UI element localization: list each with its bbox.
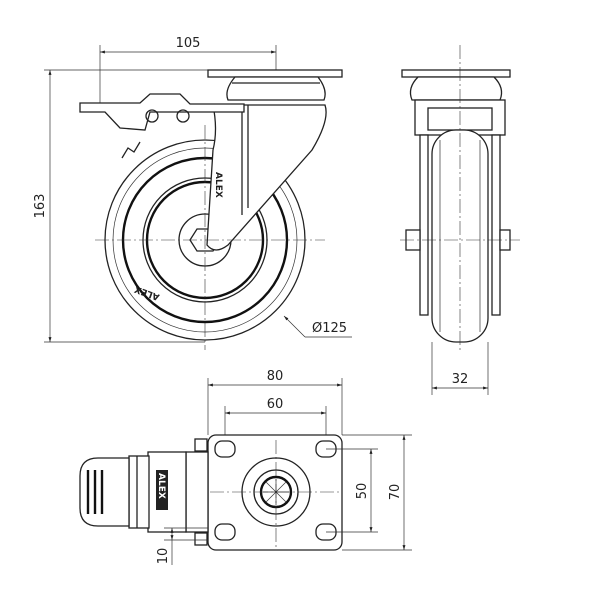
dimension-80: 80 bbox=[267, 369, 284, 384]
plate-view: 80 60 50 70 bbox=[79, 369, 412, 565]
top-plate bbox=[207, 69, 343, 78]
dimension-50: 50 bbox=[355, 483, 370, 500]
brake-lever bbox=[79, 93, 245, 159]
logo-text-fork: ALEX bbox=[213, 172, 223, 198]
front-view: 32 bbox=[400, 45, 520, 395]
dimension-163: 163 bbox=[33, 194, 48, 219]
brake-pedal-top: ALEX bbox=[79, 438, 209, 546]
side-view: 105 163 ALEX ALEX bbox=[33, 36, 352, 350]
dimension-32: 32 bbox=[452, 372, 469, 387]
mounting-plate bbox=[207, 434, 343, 551]
swivel-head bbox=[226, 76, 326, 101]
logo-text-pedal: ALEX bbox=[156, 473, 166, 499]
dimension-10: 10 bbox=[156, 548, 171, 565]
dimension-60: 60 bbox=[267, 397, 284, 412]
dimension-diameter-125: Ø125 bbox=[312, 321, 347, 336]
top-plate-front bbox=[401, 69, 511, 78]
dimension-70: 70 bbox=[388, 484, 403, 501]
fork bbox=[206, 104, 327, 251]
dimension-105: 105 bbox=[176, 36, 201, 51]
